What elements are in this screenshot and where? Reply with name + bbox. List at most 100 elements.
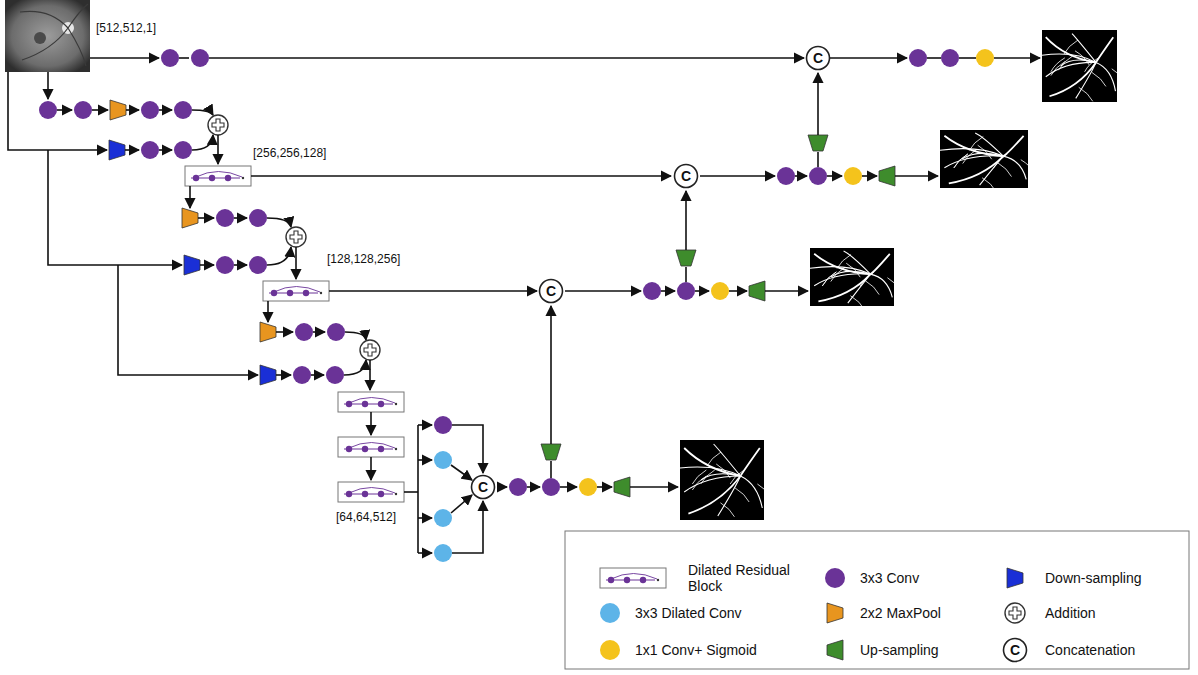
layer-dot	[74, 101, 92, 119]
block-skip	[274, 287, 320, 293]
vessel	[714, 444, 741, 476]
vessel	[701, 474, 740, 480]
dim-label: [512,512,1]	[96, 21, 156, 35]
layer-dot	[191, 49, 209, 67]
vessel-map	[940, 130, 1035, 192]
wire	[560, 486, 577, 488]
legend-swatch	[1007, 568, 1023, 588]
wire	[451, 495, 472, 513]
trapezoid-symbol	[260, 365, 276, 385]
block-dot	[378, 491, 384, 497]
trapezoid-symbol	[827, 603, 843, 623]
fundus-ground	[5, 0, 90, 72]
block-skip	[196, 172, 242, 178]
vessel	[1003, 156, 1026, 179]
addition-ring	[208, 115, 228, 135]
vessel	[1112, 69, 1126, 83]
addition-ring	[1005, 603, 1025, 623]
block-skip	[349, 398, 395, 404]
block-dot	[303, 290, 309, 296]
layer-dot	[293, 366, 311, 384]
layer-dot	[141, 141, 159, 159]
wire	[695, 290, 709, 292]
addition-cross	[212, 119, 224, 131]
vessel	[1092, 72, 1106, 86]
layer-dot	[434, 451, 452, 469]
vessel	[978, 145, 992, 159]
vessel	[822, 272, 836, 286]
block-dot	[271, 290, 277, 296]
dilated-residual-block	[338, 392, 404, 412]
vessel	[844, 251, 871, 274]
vessel	[831, 268, 845, 282]
wire	[200, 264, 214, 266]
concat-node: C	[470, 474, 496, 500]
wire	[159, 109, 172, 111]
vessel	[688, 476, 740, 514]
vessel	[846, 263, 860, 277]
vessel	[848, 274, 871, 303]
vessel	[963, 150, 977, 164]
vessel	[1085, 58, 1099, 72]
wire	[344, 360, 366, 375]
vessel	[701, 470, 715, 484]
concat-letter: C	[673, 163, 699, 189]
layer-dot	[249, 209, 267, 227]
block-dot	[287, 290, 293, 296]
wire	[251, 175, 671, 177]
wire	[47, 72, 49, 99]
vessel	[740, 448, 759, 476]
legend-text: Down-sampling	[1045, 570, 1185, 586]
addition-ring	[286, 227, 306, 247]
layer-dot	[161, 49, 179, 67]
block-dot	[657, 579, 659, 581]
map-ground	[680, 440, 764, 520]
layer-dot	[434, 416, 452, 434]
trapezoid-symbol	[749, 281, 765, 301]
wire	[159, 149, 172, 151]
dilated-residual-block	[600, 568, 666, 588]
trapezoid-symbol	[1007, 568, 1023, 588]
concat-letter: C	[538, 278, 564, 304]
addition-cross	[1009, 607, 1021, 619]
wire	[267, 218, 291, 227]
layer-dot	[326, 366, 344, 384]
wire	[267, 247, 291, 265]
dilated-residual-block	[338, 437, 404, 457]
layer-dot	[509, 478, 527, 496]
layer-dot	[249, 256, 267, 274]
wire	[126, 109, 139, 111]
block-skip	[349, 443, 395, 449]
block-dot	[395, 493, 397, 495]
macula	[34, 32, 46, 44]
vessel	[1072, 34, 1096, 63]
legend-text: Addition	[1045, 605, 1185, 621]
layer-dot	[434, 509, 452, 527]
wire	[994, 57, 1040, 59]
addition-ring	[360, 340, 380, 360]
vessel	[740, 476, 762, 508]
legend-swatch	[827, 640, 843, 660]
layer-dot	[141, 101, 159, 119]
legend-swatch	[600, 568, 666, 588]
wire	[90, 57, 159, 59]
wire	[959, 57, 976, 59]
wire	[369, 360, 371, 390]
legend-swatch	[1004, 639, 1027, 662]
wire	[118, 265, 258, 375]
block-dot	[608, 577, 614, 583]
wire	[630, 486, 678, 488]
block-dot	[320, 292, 322, 294]
vessel	[949, 156, 1004, 183]
vessel	[954, 154, 968, 168]
vessel	[975, 133, 1003, 156]
wire	[370, 457, 372, 480]
legend-text: Concatenation	[1045, 642, 1185, 658]
map-ground	[810, 248, 894, 306]
wire	[550, 306, 552, 444]
trapezoid-symbol	[184, 255, 200, 275]
trapezoid-symbol	[879, 166, 895, 186]
wire	[234, 264, 247, 266]
dim-label: [256,256,128]	[253, 146, 326, 160]
block-dot	[193, 175, 199, 181]
